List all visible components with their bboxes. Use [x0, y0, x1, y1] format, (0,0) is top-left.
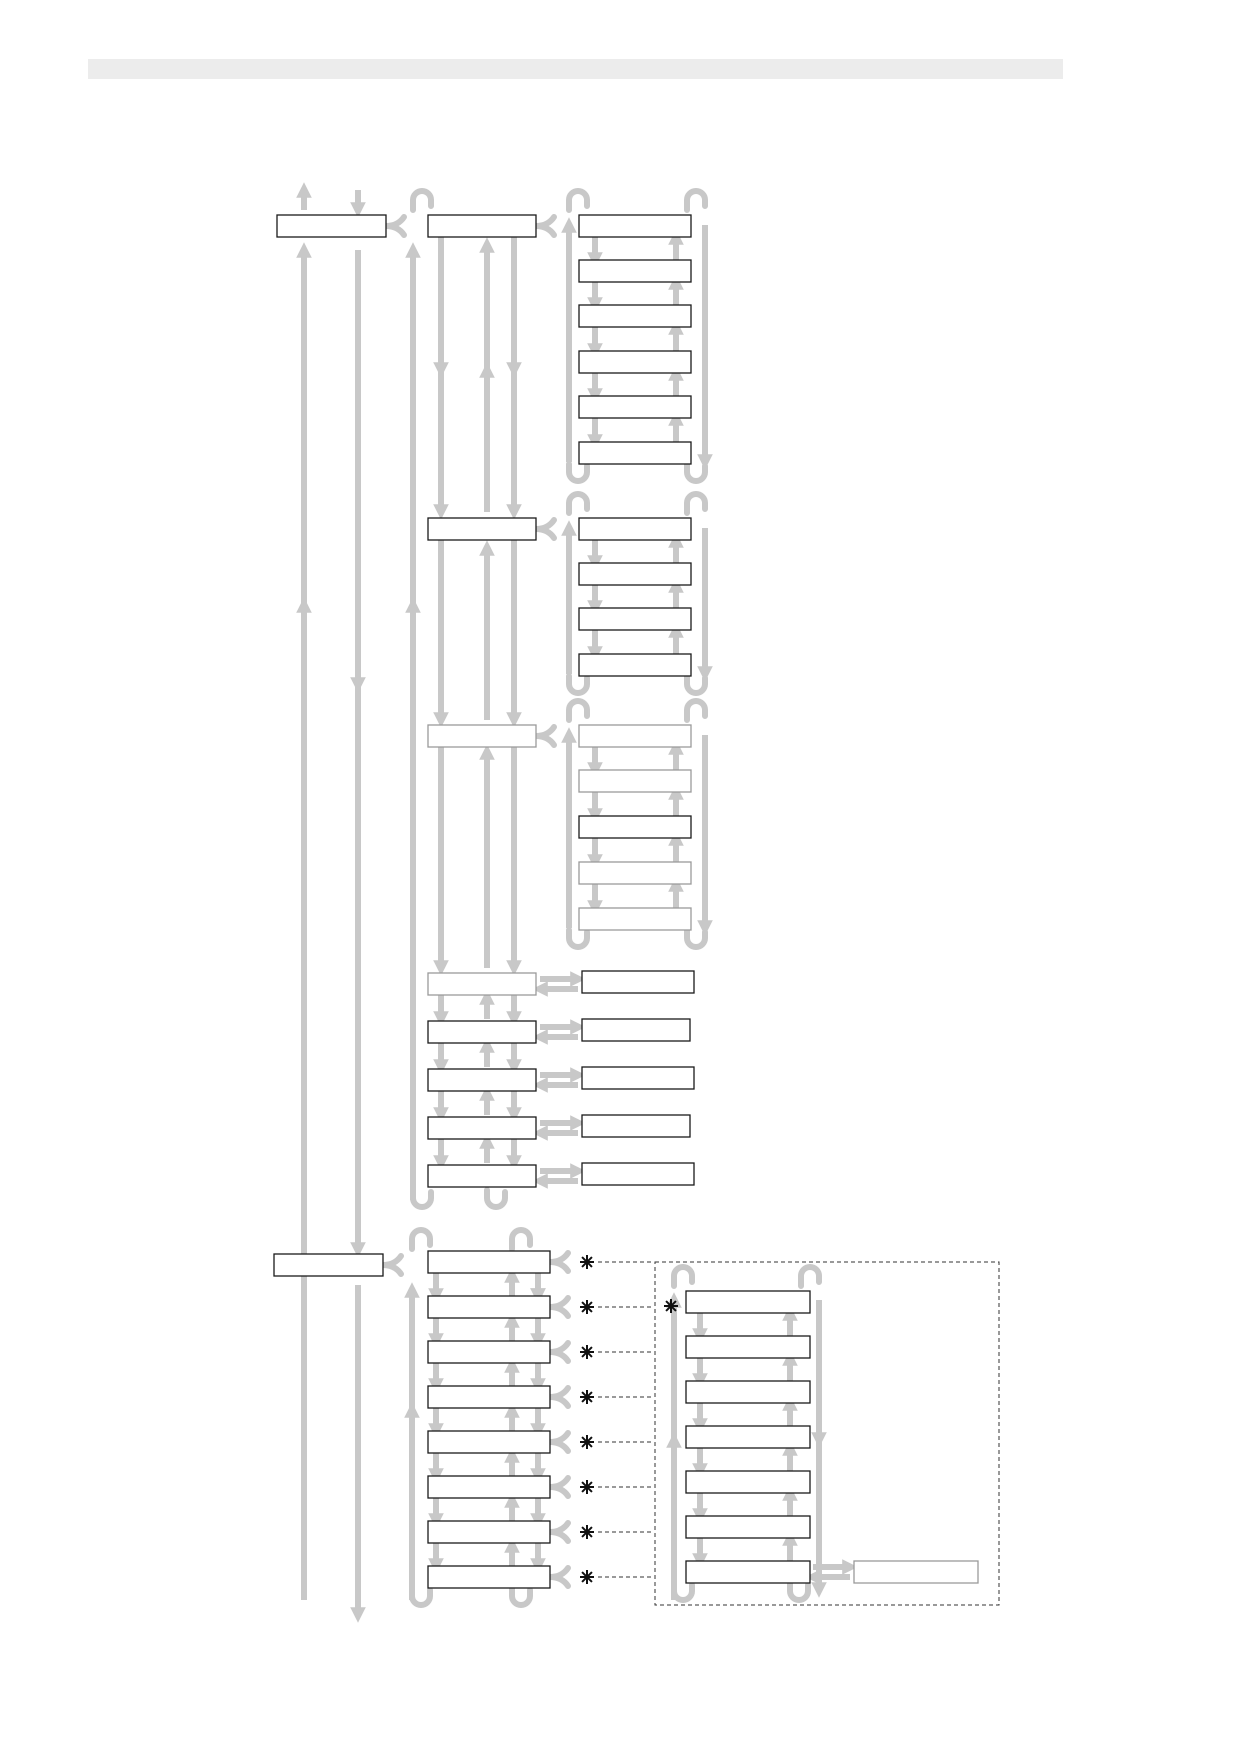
sublist-box: [578, 259, 692, 283]
loop-bottom-arrow: [484, 1187, 508, 1210]
loop-top-arrow: [671, 1264, 695, 1289]
level2-branch: [547, 1565, 571, 1589]
asterisk-marker-icon: [580, 1390, 594, 1404]
loop-top-arrow: [566, 698, 590, 723]
header-bar: [88, 59, 1063, 79]
loop-top-arrow: [798, 1264, 822, 1289]
loop-top-arrow: [684, 188, 708, 213]
sublist-box: [578, 724, 692, 748]
loop-bottom-arrow: [566, 461, 590, 484]
level2-box: [427, 972, 537, 996]
level2-box: [427, 1340, 551, 1364]
sublist-box: [578, 861, 692, 885]
panel-box: [685, 1560, 811, 1584]
loop-bottom-arrow: [509, 1585, 533, 1608]
level2-box: [427, 1385, 551, 1409]
loop-top-arrow: [410, 188, 434, 213]
loop-bottom-arrow: [684, 927, 708, 950]
paired-box: [581, 970, 695, 994]
paired-box: [581, 1066, 695, 1090]
level2-box: [427, 1565, 551, 1589]
panel-box: [685, 1425, 811, 1449]
level2-branch: [547, 1385, 571, 1409]
asterisk-marker-icon: [580, 1255, 594, 1269]
level2-box: [427, 1520, 551, 1544]
level2-box: [427, 1295, 551, 1319]
sublist-box: [578, 769, 692, 793]
loop-bottom-arrow: [684, 461, 708, 484]
panel-box: [685, 1515, 811, 1539]
level1-branch: [383, 214, 407, 238]
level2-box: [427, 724, 537, 748]
sublist-box: [578, 395, 692, 419]
sublist-box: [578, 607, 692, 631]
loop-top-arrow: [509, 1227, 533, 1252]
paired-box: [581, 1114, 691, 1138]
asterisk-marker-icon: [580, 1435, 594, 1449]
dashed-panel: [654, 1261, 1000, 1606]
asterisk-marker-icon: [580, 1300, 594, 1314]
panel-box: [685, 1335, 811, 1359]
level2-branch: [547, 1430, 571, 1454]
level1-box: [273, 1253, 384, 1277]
level2-box: [427, 1475, 551, 1499]
level2-box: [427, 1250, 551, 1274]
loop-bottom-arrow: [566, 927, 590, 950]
level2-box: [427, 1164, 537, 1188]
level2-branch: [547, 1475, 571, 1499]
level2-box: [427, 517, 537, 541]
level2-branch: [547, 1295, 571, 1319]
panel-box: [685, 1470, 811, 1494]
level2-branch: [547, 1340, 571, 1364]
panel-box: [685, 1290, 811, 1314]
sublist-box: [578, 562, 692, 586]
loop-bottom-arrow: [787, 1580, 811, 1603]
sublist-box: [578, 517, 692, 541]
loop-bottom-arrow: [684, 673, 708, 696]
loop-top-arrow: [566, 188, 590, 213]
paired-box: [581, 1162, 695, 1186]
branch-connector: [533, 724, 557, 748]
paired-box: [581, 1018, 691, 1042]
branch-connector: [533, 214, 557, 238]
sublist-box: [578, 907, 692, 931]
branch-connector: [533, 517, 557, 541]
asterisk-marker-icon: [580, 1480, 594, 1494]
asterisk-marker-icon: [664, 1299, 678, 1313]
level2-box: [427, 1430, 551, 1454]
sublist-box: [578, 350, 692, 374]
asterisk-marker-icon: [580, 1345, 594, 1359]
level2-box: [427, 1020, 537, 1044]
sublist-box: [578, 815, 692, 839]
level1-box: [276, 214, 387, 238]
panel-extra-box: [853, 1560, 979, 1584]
panel-box: [685, 1380, 811, 1404]
level2-box: [427, 1116, 537, 1140]
sublist-box: [578, 304, 692, 328]
loop-bottom-arrow: [566, 673, 590, 696]
level2-box: [427, 214, 537, 238]
loop-top-arrow: [409, 1227, 433, 1252]
loop-top-arrow: [684, 491, 708, 516]
level2-box: [427, 1068, 537, 1092]
sublist-box: [578, 653, 692, 677]
level2-branch: [547, 1250, 571, 1274]
level2-branch: [547, 1520, 571, 1544]
level1-branch: [380, 1253, 404, 1277]
loop-top-arrow: [684, 698, 708, 723]
sublist-box: [578, 214, 692, 238]
asterisk-marker-icon: [580, 1525, 594, 1539]
asterisk-marker-icon: [580, 1570, 594, 1584]
sublist-box: [578, 441, 692, 465]
loop-top-arrow: [566, 491, 590, 516]
